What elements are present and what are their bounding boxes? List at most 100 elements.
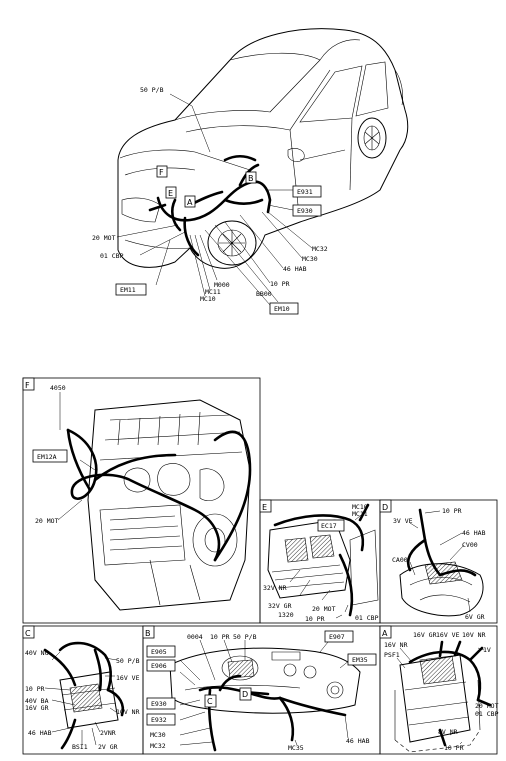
label-3vve: 3V VE: [393, 517, 413, 525]
label-e907: E907: [329, 633, 345, 641]
label-10vnr-c: 10V NR: [116, 708, 140, 716]
label-ec17: EC17: [321, 522, 337, 530]
label-10pr-d: 10 PR: [442, 507, 462, 515]
panel-d-letter: D: [382, 503, 388, 512]
label-em12a: EM12A: [37, 453, 57, 461]
label-10pr-c: 10 PR: [25, 685, 45, 693]
label-1320: 1320: [278, 611, 294, 619]
label-16vve-a: 16V VE: [436, 631, 460, 639]
label-ca00: CA00: [392, 556, 408, 564]
label-e930-b: E930: [151, 700, 167, 708]
callout-box-a: [184, 195, 196, 208]
label-50pb: 50 P/B: [140, 86, 164, 94]
label-8vnr: 8V NR: [438, 728, 458, 736]
label-32vgr: 32V GR: [268, 602, 292, 610]
box-em12a: [32, 449, 68, 463]
box-e930-b: [146, 697, 176, 710]
label-46hab: 46 HAB: [283, 265, 307, 273]
label-10pr: 10 PR: [270, 280, 290, 288]
label-e932: E932: [151, 716, 167, 724]
panel-b-tag: [142, 625, 155, 639]
callout-box-f: [156, 165, 168, 178]
box-ec17: [317, 519, 345, 532]
box-e905: [146, 645, 176, 658]
label-em11: EM11: [120, 286, 136, 294]
label-46hab-c: 46 HAB: [28, 729, 52, 737]
label-10pr-b: 10 PR: [210, 633, 230, 641]
label-46hab-b: 46 HAB: [346, 737, 370, 745]
label-10pr-e: 10 PR: [305, 615, 325, 623]
label-32vnr: 32V NR: [263, 584, 287, 592]
panel-b: [142, 625, 381, 755]
panel-f-tag: [22, 377, 35, 391]
label-2vgr: 2V GR: [98, 743, 118, 751]
label-6vgr: 6V GR: [465, 613, 485, 621]
panel-d: [379, 499, 498, 624]
label-2vnr: 2VNR: [100, 729, 116, 737]
panel-a-letter: A: [382, 629, 388, 638]
label-01cbp-a: 01 CBP: [475, 710, 499, 718]
label-mc30: MC30: [302, 255, 318, 263]
bsi-illustration: [59, 671, 119, 729]
label-mc30-b: MC30: [150, 731, 166, 739]
label-mc32-b: MC32: [150, 742, 166, 750]
engine-illustration: [87, 399, 251, 611]
label-mc32: MC32: [312, 245, 328, 253]
panel-c-letter: C: [25, 629, 31, 638]
label-46hab-d: 46 HAB: [462, 529, 486, 537]
callout-letter-e: E: [168, 189, 173, 198]
box-e931: [292, 185, 322, 198]
box-em11: [115, 283, 147, 296]
callout-box-e: [165, 186, 177, 199]
panel-e-tag: [259, 499, 272, 513]
label-4050: 4050: [50, 384, 66, 392]
label-16vve-c: 16V VE: [116, 674, 140, 682]
label-50pb-b: 50 P/B: [233, 633, 257, 641]
label-01cbp-e: 01 CBP: [355, 614, 379, 622]
callout-box-c: [204, 694, 217, 708]
label-m000: M000: [214, 281, 230, 289]
label-em35: EM35: [352, 656, 368, 664]
callout-letter-d: D: [242, 690, 248, 699]
panel-f-letter: F: [25, 381, 30, 390]
box-em10: [269, 302, 299, 315]
label-50pb-c: 50 P/B: [116, 657, 140, 665]
label-em10: EM10: [274, 305, 290, 313]
panel-a: [379, 625, 498, 755]
suspension-illustration: [399, 561, 484, 617]
label-mc11-e: MC11: [352, 510, 368, 518]
label-20mot: 20 MOT: [92, 234, 116, 242]
label-10pr-a: 10 PR: [444, 744, 464, 752]
label-0004: 0004: [187, 633, 203, 641]
label-16vnr: 16V NR: [384, 641, 408, 649]
label-20mot-f: 20 MOT: [35, 517, 59, 525]
label-16vgr-a: 16V GR: [413, 631, 437, 639]
label-1v: 1V: [483, 646, 491, 654]
box-e930: [292, 204, 322, 217]
label-10vnr-a: 10V NR: [462, 631, 486, 639]
label-e905: E905: [151, 648, 167, 656]
box-e932: [146, 713, 176, 726]
box-e907: [324, 630, 354, 643]
label-bsi1: BSI1: [72, 743, 88, 751]
car-overview: [116, 28, 409, 306]
callout-letter-f: F: [159, 168, 164, 177]
dashboard-illustration: [169, 647, 361, 714]
box-em35: [347, 653, 377, 666]
panel-c-tag: [22, 625, 35, 639]
label-40vng: 40V NG: [25, 649, 49, 657]
label-mc11: MC11: [205, 288, 221, 296]
label-01cbp: 01 CBP: [100, 252, 124, 260]
callout-box-d: [239, 687, 252, 701]
label-mc10-e: MC10: [352, 503, 368, 511]
label-16vgr-c: 16V GR: [25, 704, 49, 712]
callout-letter-b: B: [248, 174, 254, 183]
panel-a-tag: [379, 625, 392, 639]
label-20mot-a: 20 MOT: [475, 702, 499, 710]
label-e931: E931: [297, 188, 313, 196]
label-20mot-e: 20 MOT: [312, 605, 336, 613]
label-mc10: MC10: [200, 295, 216, 303]
callout-letter-c: C: [207, 697, 213, 706]
label-mc35: MC35: [288, 744, 304, 752]
